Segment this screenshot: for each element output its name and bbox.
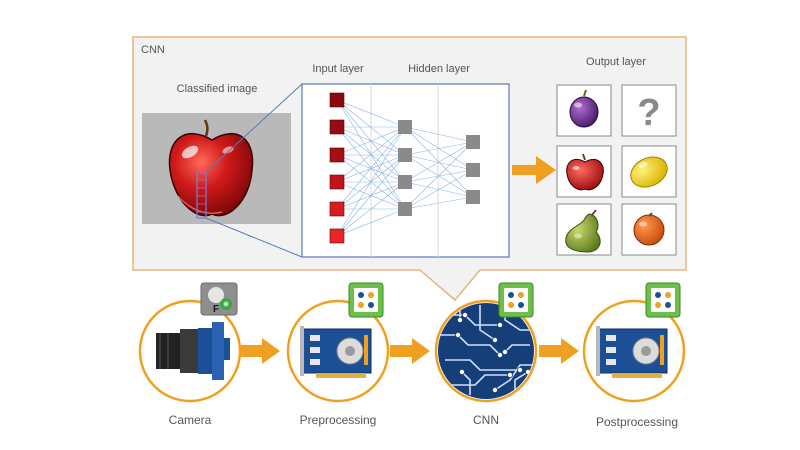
circuit-node <box>506 371 513 378</box>
input-node <box>329 92 345 108</box>
circuit-trace <box>445 359 520 371</box>
hidden-node <box>398 175 412 189</box>
connection-line <box>404 169 474 183</box>
connection-line <box>404 141 474 183</box>
lemon-icon <box>630 156 668 188</box>
classification-arrow <box>512 156 556 184</box>
connection-line <box>404 196 474 210</box>
connection-line <box>404 154 474 171</box>
circuit-board-icon <box>438 303 534 399</box>
small-apple-icon <box>566 153 604 191</box>
output-cell-unknown <box>621 84 677 137</box>
hidden-node <box>466 190 480 204</box>
zoom-line <box>205 217 303 258</box>
circuit-node <box>456 316 463 323</box>
unknown-icon: ? <box>637 92 660 134</box>
circuit-node <box>491 386 498 393</box>
connection-line <box>336 154 406 237</box>
circuit-node <box>496 321 503 328</box>
connection-line <box>336 99 406 128</box>
circuit-node <box>454 331 461 338</box>
circuit-trace <box>450 374 510 386</box>
circuit-node <box>496 351 503 358</box>
hidden-layer-label: Hidden layer <box>408 63 470 75</box>
circuit-node <box>458 368 465 375</box>
stage-label-postprocessing: Postprocessing <box>596 415 678 429</box>
output-layer-label: Output layer <box>586 56 646 68</box>
connection-line <box>336 181 406 237</box>
circuit-node <box>491 336 498 343</box>
connection-line <box>404 169 474 210</box>
pipeline-arrow <box>539 338 579 364</box>
pcb-board-icon <box>596 326 668 378</box>
connection-line <box>404 126 474 143</box>
circuit-trace <box>440 334 501 356</box>
input-node <box>329 201 345 217</box>
stage-label-cnn: CNN <box>473 413 499 427</box>
hidden-node <box>466 135 480 149</box>
circuit-trace <box>514 371 529 390</box>
connection-line <box>336 126 406 156</box>
connection-line <box>336 126 406 183</box>
pcb-board-icon <box>300 326 372 378</box>
camera-badge: F <box>200 282 238 316</box>
camera-badge-letter: F <box>213 304 219 315</box>
hidden-node <box>466 163 480 177</box>
connection-line <box>404 141 474 156</box>
circuit-node <box>517 366 524 373</box>
hidden-node <box>398 120 412 134</box>
classified-image-label: Classified image <box>177 83 258 95</box>
cnn-badge-icon <box>498 282 534 318</box>
zoom-line <box>205 83 303 173</box>
gpu-badge-icon <box>645 282 681 318</box>
scan-strip <box>196 171 207 219</box>
output-cell-orange <box>621 203 677 256</box>
stage-label-camera: Camera <box>169 413 212 427</box>
orange-icon <box>633 212 665 246</box>
panel-title: CNN <box>141 44 165 56</box>
input-node <box>329 147 345 163</box>
hidden-node <box>398 202 412 216</box>
stage-label-preprocessing: Preprocessing <box>300 413 377 427</box>
connection-line <box>336 126 406 210</box>
circuit-background <box>438 303 534 399</box>
circuit-trace <box>461 371 471 395</box>
connection-line <box>336 154 406 183</box>
circuit-node <box>501 348 508 355</box>
camera-icon <box>156 322 230 380</box>
connection-line <box>336 99 406 156</box>
input-layer-label: Input layer <box>312 63 364 75</box>
apple-icon <box>168 119 254 217</box>
pear-icon <box>565 209 601 253</box>
connection-line <box>336 208 406 237</box>
pipeline-arrow <box>390 338 430 364</box>
circuit-node <box>461 311 468 318</box>
input-node <box>329 228 345 244</box>
input-node <box>329 119 345 135</box>
neural-network <box>329 92 480 244</box>
gpu-badge-icon <box>348 282 384 318</box>
connection-line <box>404 141 474 210</box>
circuit-trace <box>479 305 496 341</box>
connection-line <box>336 126 406 237</box>
hidden-node <box>398 148 412 162</box>
circuit-trace <box>504 344 530 353</box>
pipeline-arrow <box>240 338 280 364</box>
circuit-trace <box>494 364 534 391</box>
plum-icon <box>569 89 599 128</box>
input-node <box>329 174 345 190</box>
